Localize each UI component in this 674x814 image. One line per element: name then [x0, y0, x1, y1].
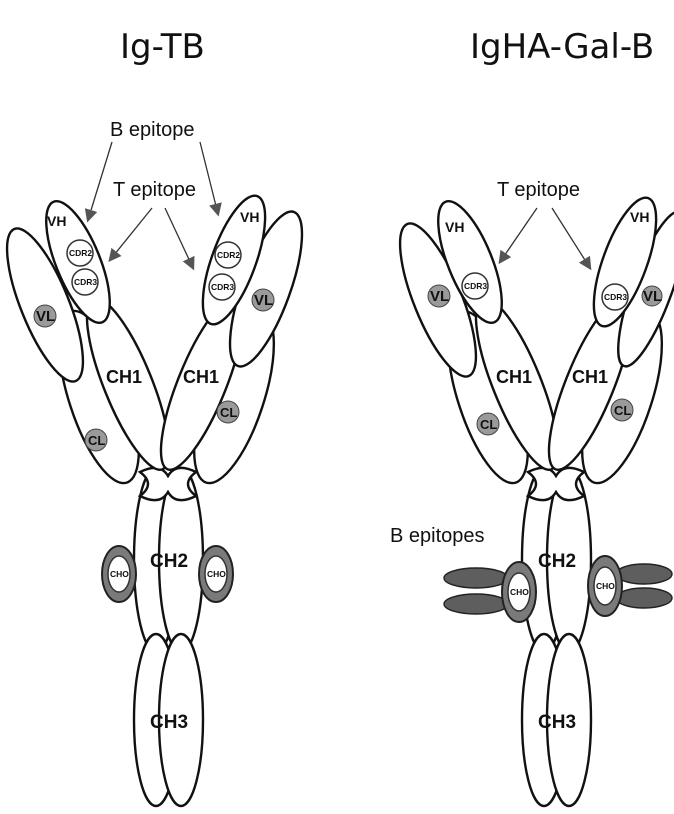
cho-label-left: CHO: [110, 569, 129, 579]
right-vh-label-right: VH: [630, 209, 649, 225]
ch1-label-right: CH1: [183, 367, 219, 387]
right-cl-label-left: CL: [480, 417, 497, 432]
right-title: IgHA-Gal-B: [470, 27, 654, 67]
t-epitope-arrow-left: [110, 208, 152, 260]
b-epitope-arrow-left: [88, 142, 112, 220]
right-vl-label-left: VL: [430, 288, 449, 305]
vh-label-left: VH: [47, 213, 66, 229]
right-t-epitope-arrow-left: [500, 208, 537, 262]
cdr3-label-left: CDR3: [74, 277, 97, 287]
vl-label-right: VL: [254, 292, 273, 309]
t-epitope-arrow-right: [165, 208, 193, 268]
sugar-epitope-right-top: [616, 564, 672, 584]
cl-label-left: CL: [88, 433, 105, 448]
cl-label-right: CL: [220, 405, 237, 420]
cdr3-label-right: CDR3: [211, 282, 234, 292]
right-cho-label-right: CHO: [596, 581, 615, 591]
right-ch3-label: CH3: [538, 712, 576, 733]
vh-label-right: VH: [240, 209, 259, 225]
b-epitopes-label: B epitopes: [390, 525, 485, 547]
vl-label-left: VL: [36, 308, 55, 325]
ch1-label-left: CH1: [106, 367, 142, 387]
cdr2-label-right: CDR2: [217, 250, 240, 260]
left-t-epitope-label: T epitope: [113, 179, 196, 201]
right-cdr3-label-right: CDR3: [604, 292, 627, 302]
right-ch1-label-left: CH1: [496, 367, 532, 387]
right-ch1-label-right: CH1: [572, 367, 608, 387]
right-cho-label-left: CHO: [510, 587, 529, 597]
left-title: Ig-TB: [120, 27, 205, 67]
cho-label-right: CHO: [207, 569, 226, 579]
right-t-epitope-label: T epitope: [497, 179, 580, 201]
right-cdr3-label-left: CDR3: [464, 281, 487, 291]
ch2-label: CH2: [150, 551, 188, 572]
cdr2-label-left: CDR2: [69, 248, 92, 258]
ch3-label: CH3: [150, 712, 188, 733]
right-cl-label-right: CL: [614, 403, 631, 418]
left-b-epitope-label: B epitope: [110, 119, 195, 141]
right-ch2-label: CH2: [538, 551, 576, 572]
sugar-epitope-left-top: [444, 568, 508, 588]
right-t-epitope-arrow-right: [552, 208, 590, 268]
sugar-epitope-right-bottom: [616, 588, 672, 608]
b-epitope-arrow-right: [200, 142, 218, 214]
right-panel: IgHA-Gal-B T epitope B epitopes CH2 CH3 …: [385, 27, 674, 806]
right-vh-label-left: VH: [445, 219, 464, 235]
left-panel: Ig-TB B epitope T epitope CH2 CH3 CHO CH…: [0, 27, 317, 806]
right-vl-label-right: VL: [643, 288, 662, 305]
sugar-epitope-left-bottom: [444, 594, 508, 614]
